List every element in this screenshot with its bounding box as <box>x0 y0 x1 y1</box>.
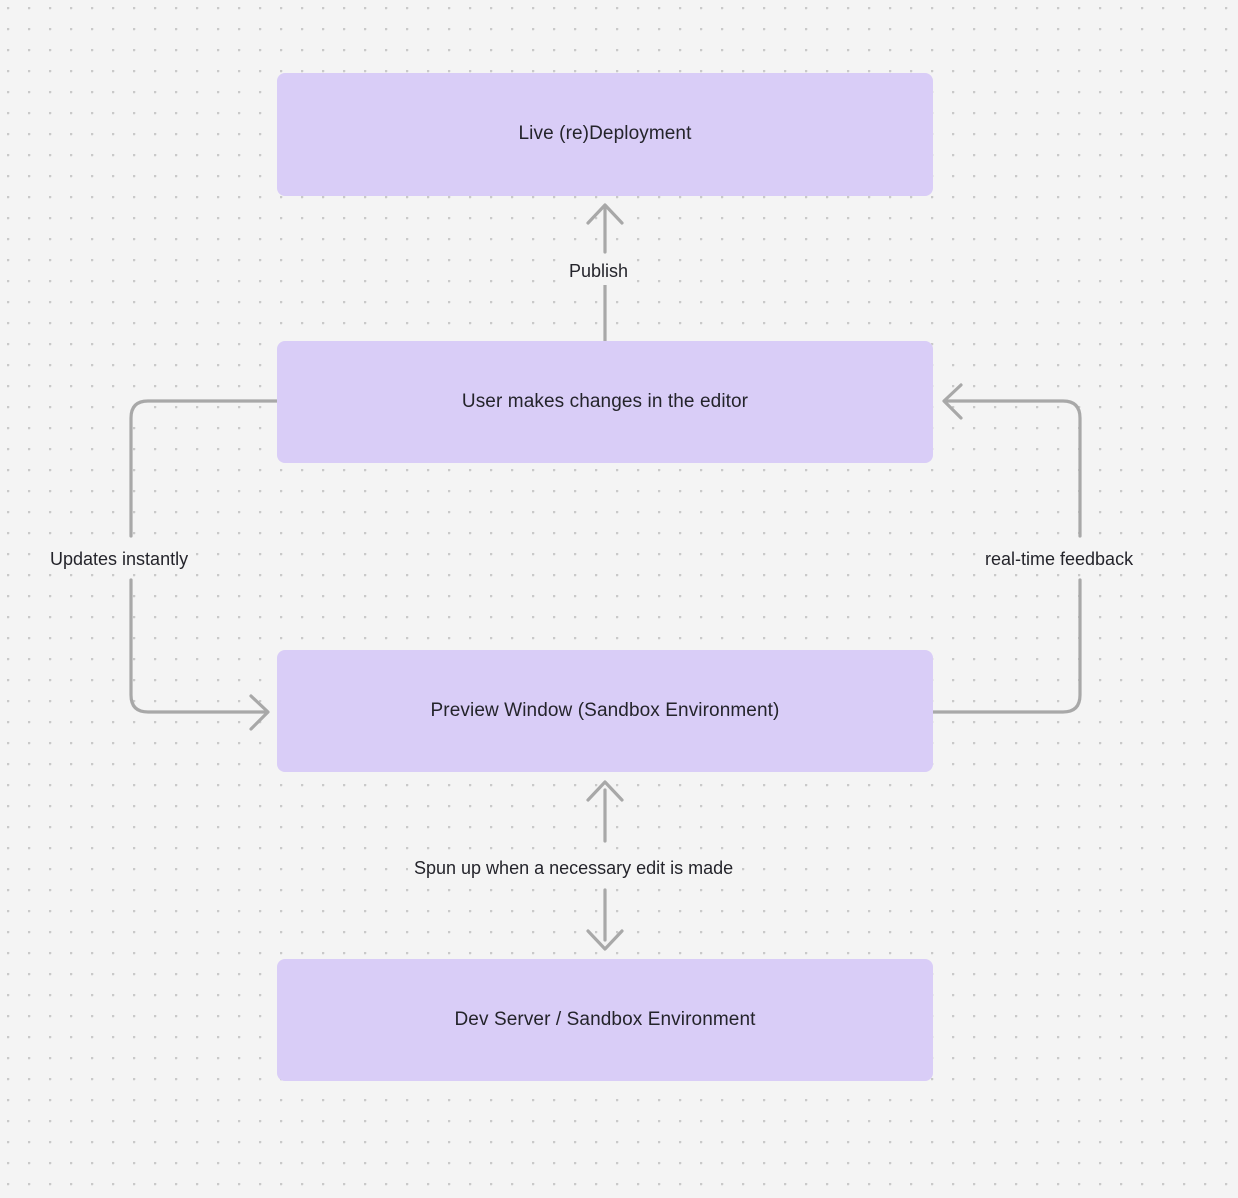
edge-label-updates-instantly: Updates instantly <box>44 546 195 573</box>
edge-label-real-time-feedback: real-time feedback <box>979 546 1140 573</box>
edge-feedback-lower-segment <box>931 578 1082 714</box>
node-user-makes-changes[interactable]: User makes changes in the editor <box>277 341 933 463</box>
node-preview-window[interactable]: Preview Window (Sandbox Environment) <box>277 650 933 772</box>
edge-updates-arrowhead <box>249 694 270 731</box>
node-dev-server[interactable]: Dev Server / Sandbox Environment <box>277 959 933 1081</box>
edge-updates-upper-segment <box>129 399 279 538</box>
edge-publish-arrowhead <box>586 203 624 225</box>
edge-spunup-arrowhead-up <box>586 780 624 802</box>
edge-label-spun-up: Spun up when a necessary edit is made <box>408 855 740 882</box>
edge-feedback-upper-segment <box>943 399 1082 538</box>
node-label: Preview Window (Sandbox Environment) <box>430 699 780 721</box>
node-label: User makes changes in the editor <box>461 390 749 412</box>
edge-updates-lower-segment <box>129 578 269 714</box>
edge-spunup-arrowhead-down <box>586 929 624 951</box>
edge-feedback-arrowhead <box>942 383 963 420</box>
node-label: Dev Server / Sandbox Environment <box>454 1008 756 1030</box>
node-label: Live (re)Deployment <box>518 123 692 145</box>
edge-label-publish: Publish <box>563 258 635 285</box>
node-live-redeployment[interactable]: Live (re)Deployment <box>277 73 933 196</box>
